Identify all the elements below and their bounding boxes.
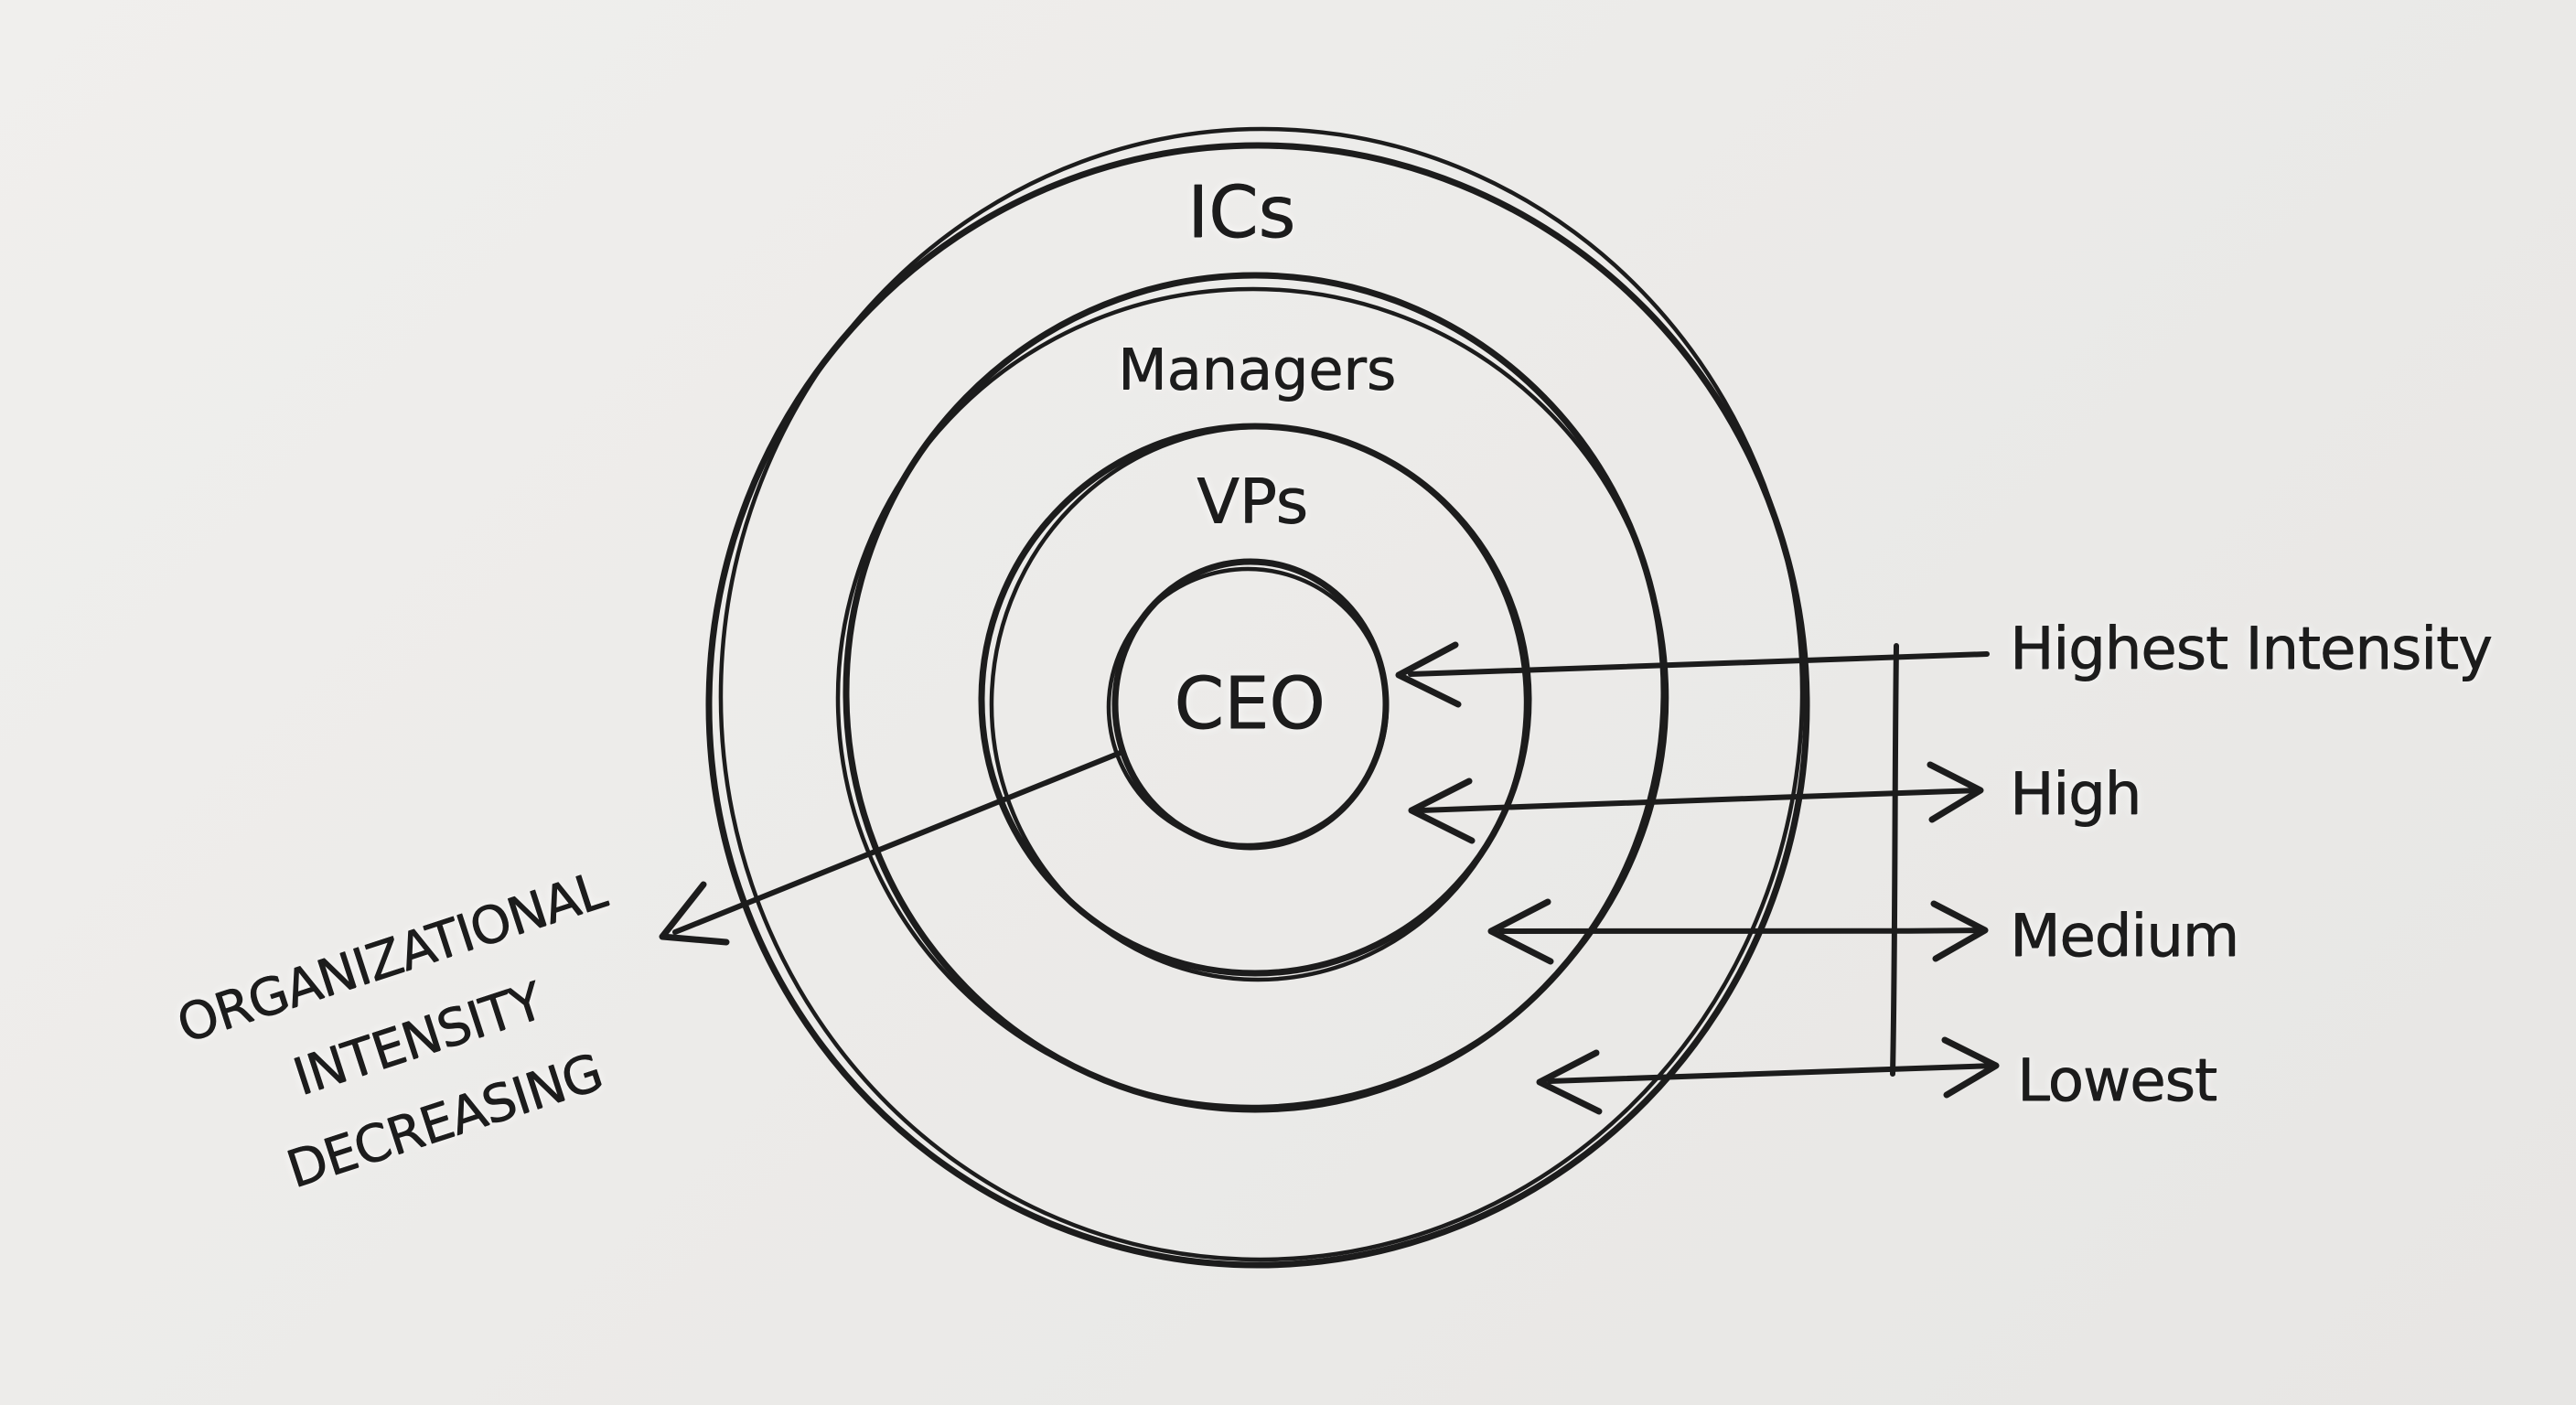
- ring-label-ics: ICs: [1186, 172, 1296, 254]
- intensity-label-highest: Highest Intensity: [2010, 616, 2493, 683]
- arrow-medium: [1487, 898, 1989, 965]
- intensity-label-high: High: [2010, 761, 2141, 829]
- ring-ceo-shape: [1106, 558, 1390, 851]
- ring-ics-shape: [705, 126, 1810, 1269]
- arrowhead-left-vps-icon: [1408, 778, 1476, 844]
- ring-ics-sketch-stroke: [718, 126, 1805, 1262]
- ring-managers-sketch-stroke: [835, 286, 1669, 1110]
- ring-vps-shape: [978, 423, 1532, 982]
- ring-vps-sketch-stroke: [989, 424, 1529, 982]
- arrowhead-left-ceo-icon: [1395, 641, 1462, 708]
- intensity-label-lowest: Lowest: [2017, 1047, 2217, 1115]
- arrow-organizational-intensity-decreasing: [659, 749, 1125, 946]
- intensity-label-medium: Medium: [2010, 903, 2239, 971]
- arrowhead-right-medium-icon: [1930, 900, 1989, 962]
- arrow-high: [1408, 761, 1984, 844]
- arrowhead-right-high-icon: [1927, 761, 1984, 823]
- ring-ceo-sketch-stroke: [1106, 566, 1390, 848]
- ring-label-managers: Managers: [1117, 336, 1397, 403]
- arrowhead-left-ics-icon: [1536, 1049, 1603, 1115]
- ring-label-vps: VPs: [1197, 466, 1308, 539]
- intensity-connector-line: [1890, 643, 1899, 1077]
- arrowhead-right-lowest-icon: [1941, 1036, 2000, 1099]
- arrow-highest-intensity: [1395, 641, 1990, 708]
- ring-managers-shape: [835, 272, 1669, 1113]
- arrowhead-left-managers-icon: [1487, 898, 1554, 965]
- ring-label-ceo: CEO: [1174, 663, 1326, 745]
- arrowhead-down-left-icon: [659, 881, 730, 946]
- arrow-lowest: [1536, 1036, 2000, 1115]
